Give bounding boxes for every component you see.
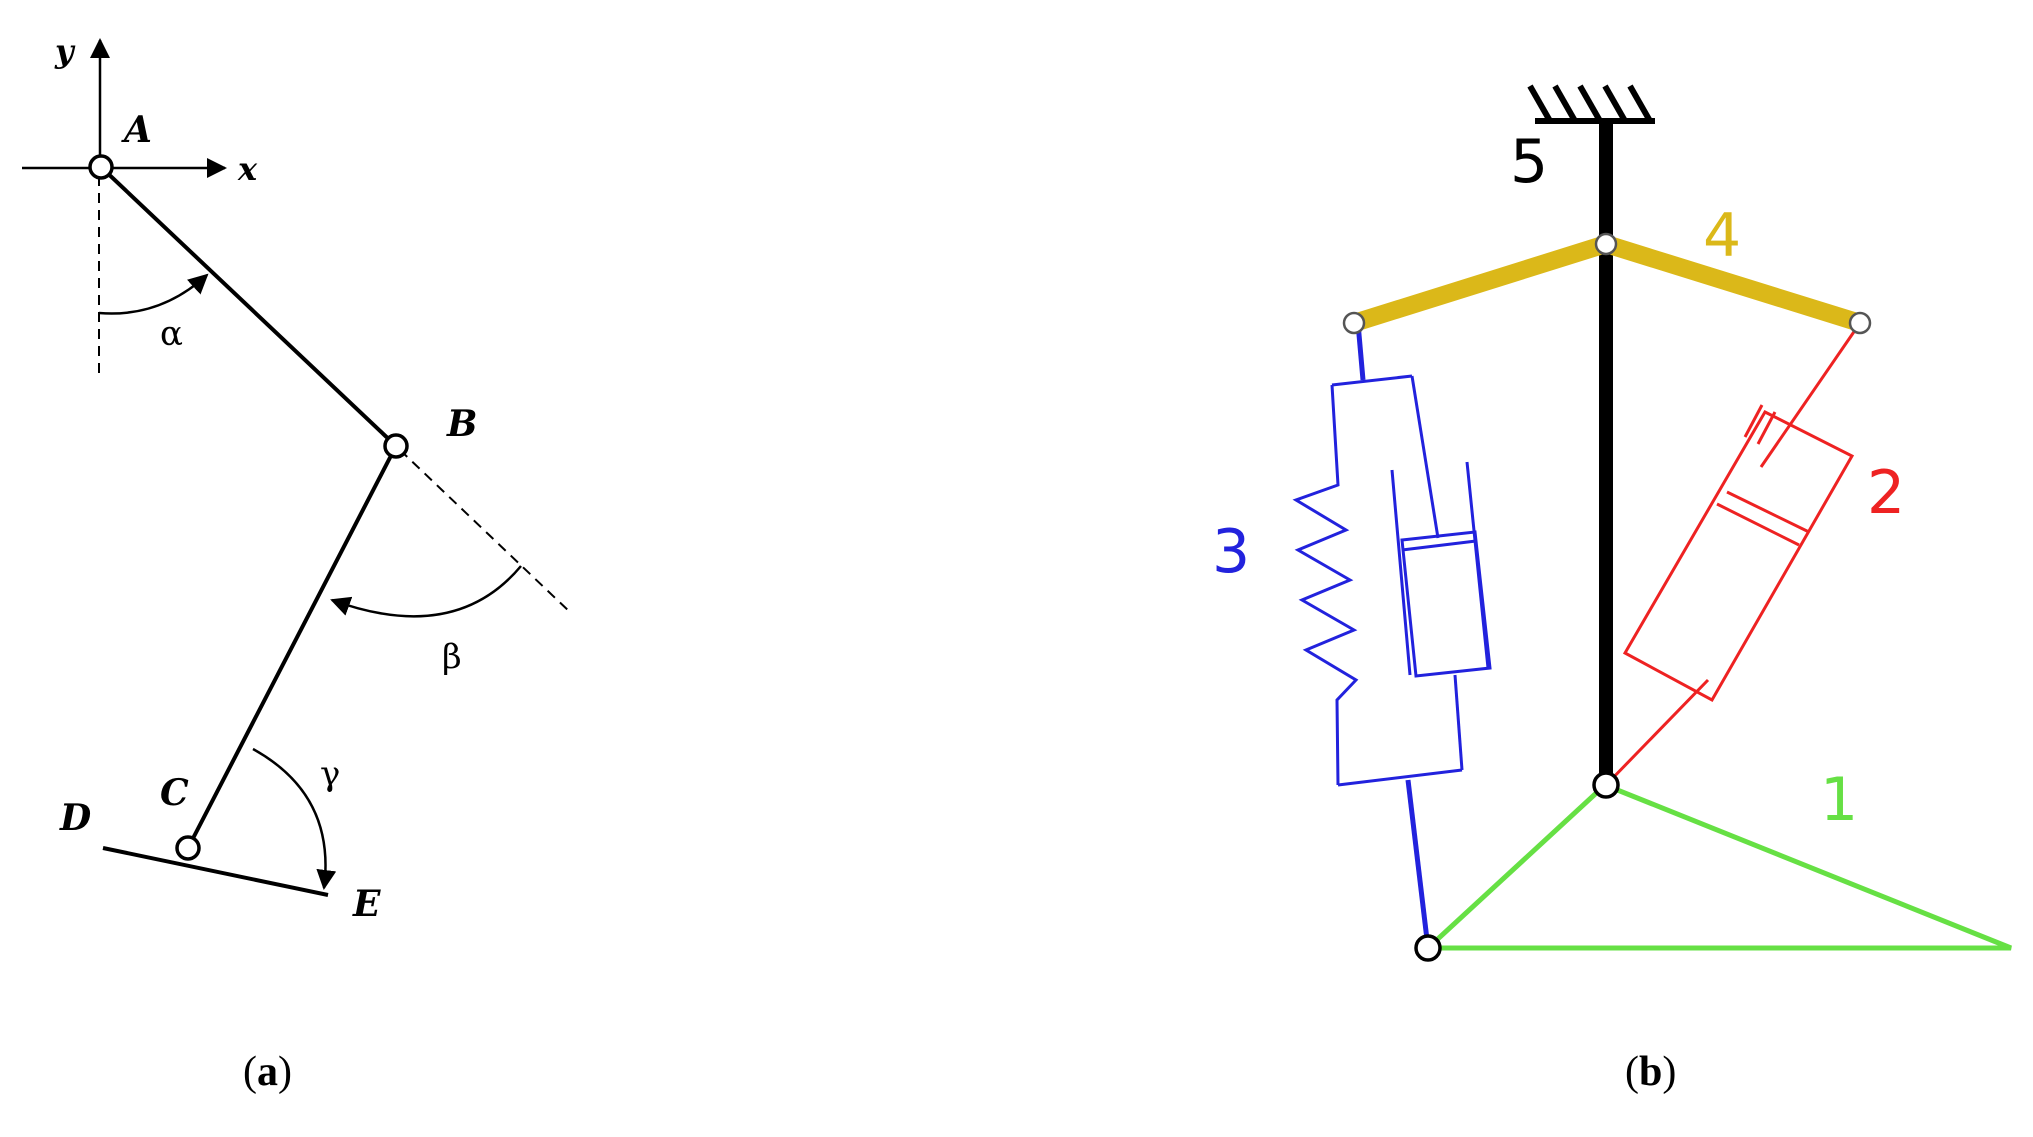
- link-2-rod-upper: [1759, 322, 1862, 468]
- link-3-rod-bottom: [1405, 779, 1431, 949]
- link-2-piston-plate-2: [1726, 490, 1810, 534]
- caption-b-close: ): [1662, 1049, 1676, 1095]
- angle-gamma-label: γ: [320, 754, 340, 794]
- angle-beta-arc: [330, 565, 522, 618]
- link-2-cylinder: [1622, 410, 1855, 703]
- panel-a: y x A B C D E α β γ (a): [22, 32, 573, 1095]
- point-label-e: E: [352, 883, 381, 925]
- label-link-1: 1: [1820, 765, 1858, 835]
- label-link-2: 2: [1867, 458, 1905, 528]
- link-3-damper-guide-left: [1390, 469, 1412, 676]
- link-3-damper-cylinder: [1400, 530, 1492, 678]
- link-1-triangle: [1421, 782, 2012, 951]
- angle-beta-label: β: [442, 637, 462, 677]
- caption-b: (b): [1625, 1049, 1676, 1095]
- point-label-a: A: [121, 109, 152, 151]
- caption-a-close: ): [278, 1049, 292, 1095]
- joint-4-center: [1594, 232, 1618, 256]
- angle-alpha-label: α: [160, 314, 183, 354]
- joint-4-left: [1342, 311, 1366, 335]
- angle-gamma-arc: [252, 747, 337, 890]
- link-2-cap-right: [1756, 411, 1777, 445]
- joint-1-left: [1414, 934, 1442, 962]
- label-link-3: 3: [1212, 517, 1250, 587]
- y-axis-label: y: [54, 32, 76, 70]
- caption-a-open: (: [243, 1049, 257, 1095]
- point-label-d: D: [59, 797, 91, 839]
- link-2-piston-plate-1: [1716, 502, 1800, 547]
- link-2-damper: [1604, 322, 1862, 787]
- link-2-rod-lower: [1604, 678, 1710, 787]
- link-3-bottom-bar: [1337, 768, 1463, 787]
- label-link-4: 4: [1703, 201, 1741, 271]
- link-3-damper-piston: [1401, 539, 1477, 552]
- extension-ab-dashed: [399, 449, 573, 615]
- joint-4-right: [1848, 311, 1872, 335]
- link-3-spring-zigzag: [1292, 384, 1359, 786]
- link-2-cap-left: [1743, 404, 1764, 438]
- point-label-c: C: [160, 772, 189, 814]
- ground-symbol: [1527, 84, 1655, 124]
- point-label-b: B: [446, 403, 477, 445]
- caption-b-open: (: [1625, 1049, 1639, 1095]
- link-ab: [99, 165, 398, 448]
- caption-a-letter: a: [257, 1049, 278, 1095]
- foot-de: [102, 846, 329, 897]
- caption-b-letter: b: [1639, 1049, 1662, 1095]
- link-3-top-bar: [1331, 374, 1413, 387]
- link-3-damper-rod-top: [1410, 375, 1440, 539]
- panel-b: 5 4 3 2 1 (b): [1212, 84, 2012, 1095]
- link-3-spring-damper: [1292, 322, 1492, 949]
- x-axis-label: x: [237, 150, 258, 188]
- caption-a: (a): [243, 1049, 292, 1095]
- joint-a: [88, 154, 114, 180]
- angle-alpha-arc: [98, 273, 209, 315]
- link-bc: [186, 445, 398, 849]
- joint-c: [175, 835, 201, 861]
- joint-b: [383, 433, 409, 459]
- joint-1-top: [1592, 771, 1620, 799]
- link-3-damper-rod-bottom: [1453, 674, 1464, 771]
- label-link-5: 5: [1510, 127, 1548, 197]
